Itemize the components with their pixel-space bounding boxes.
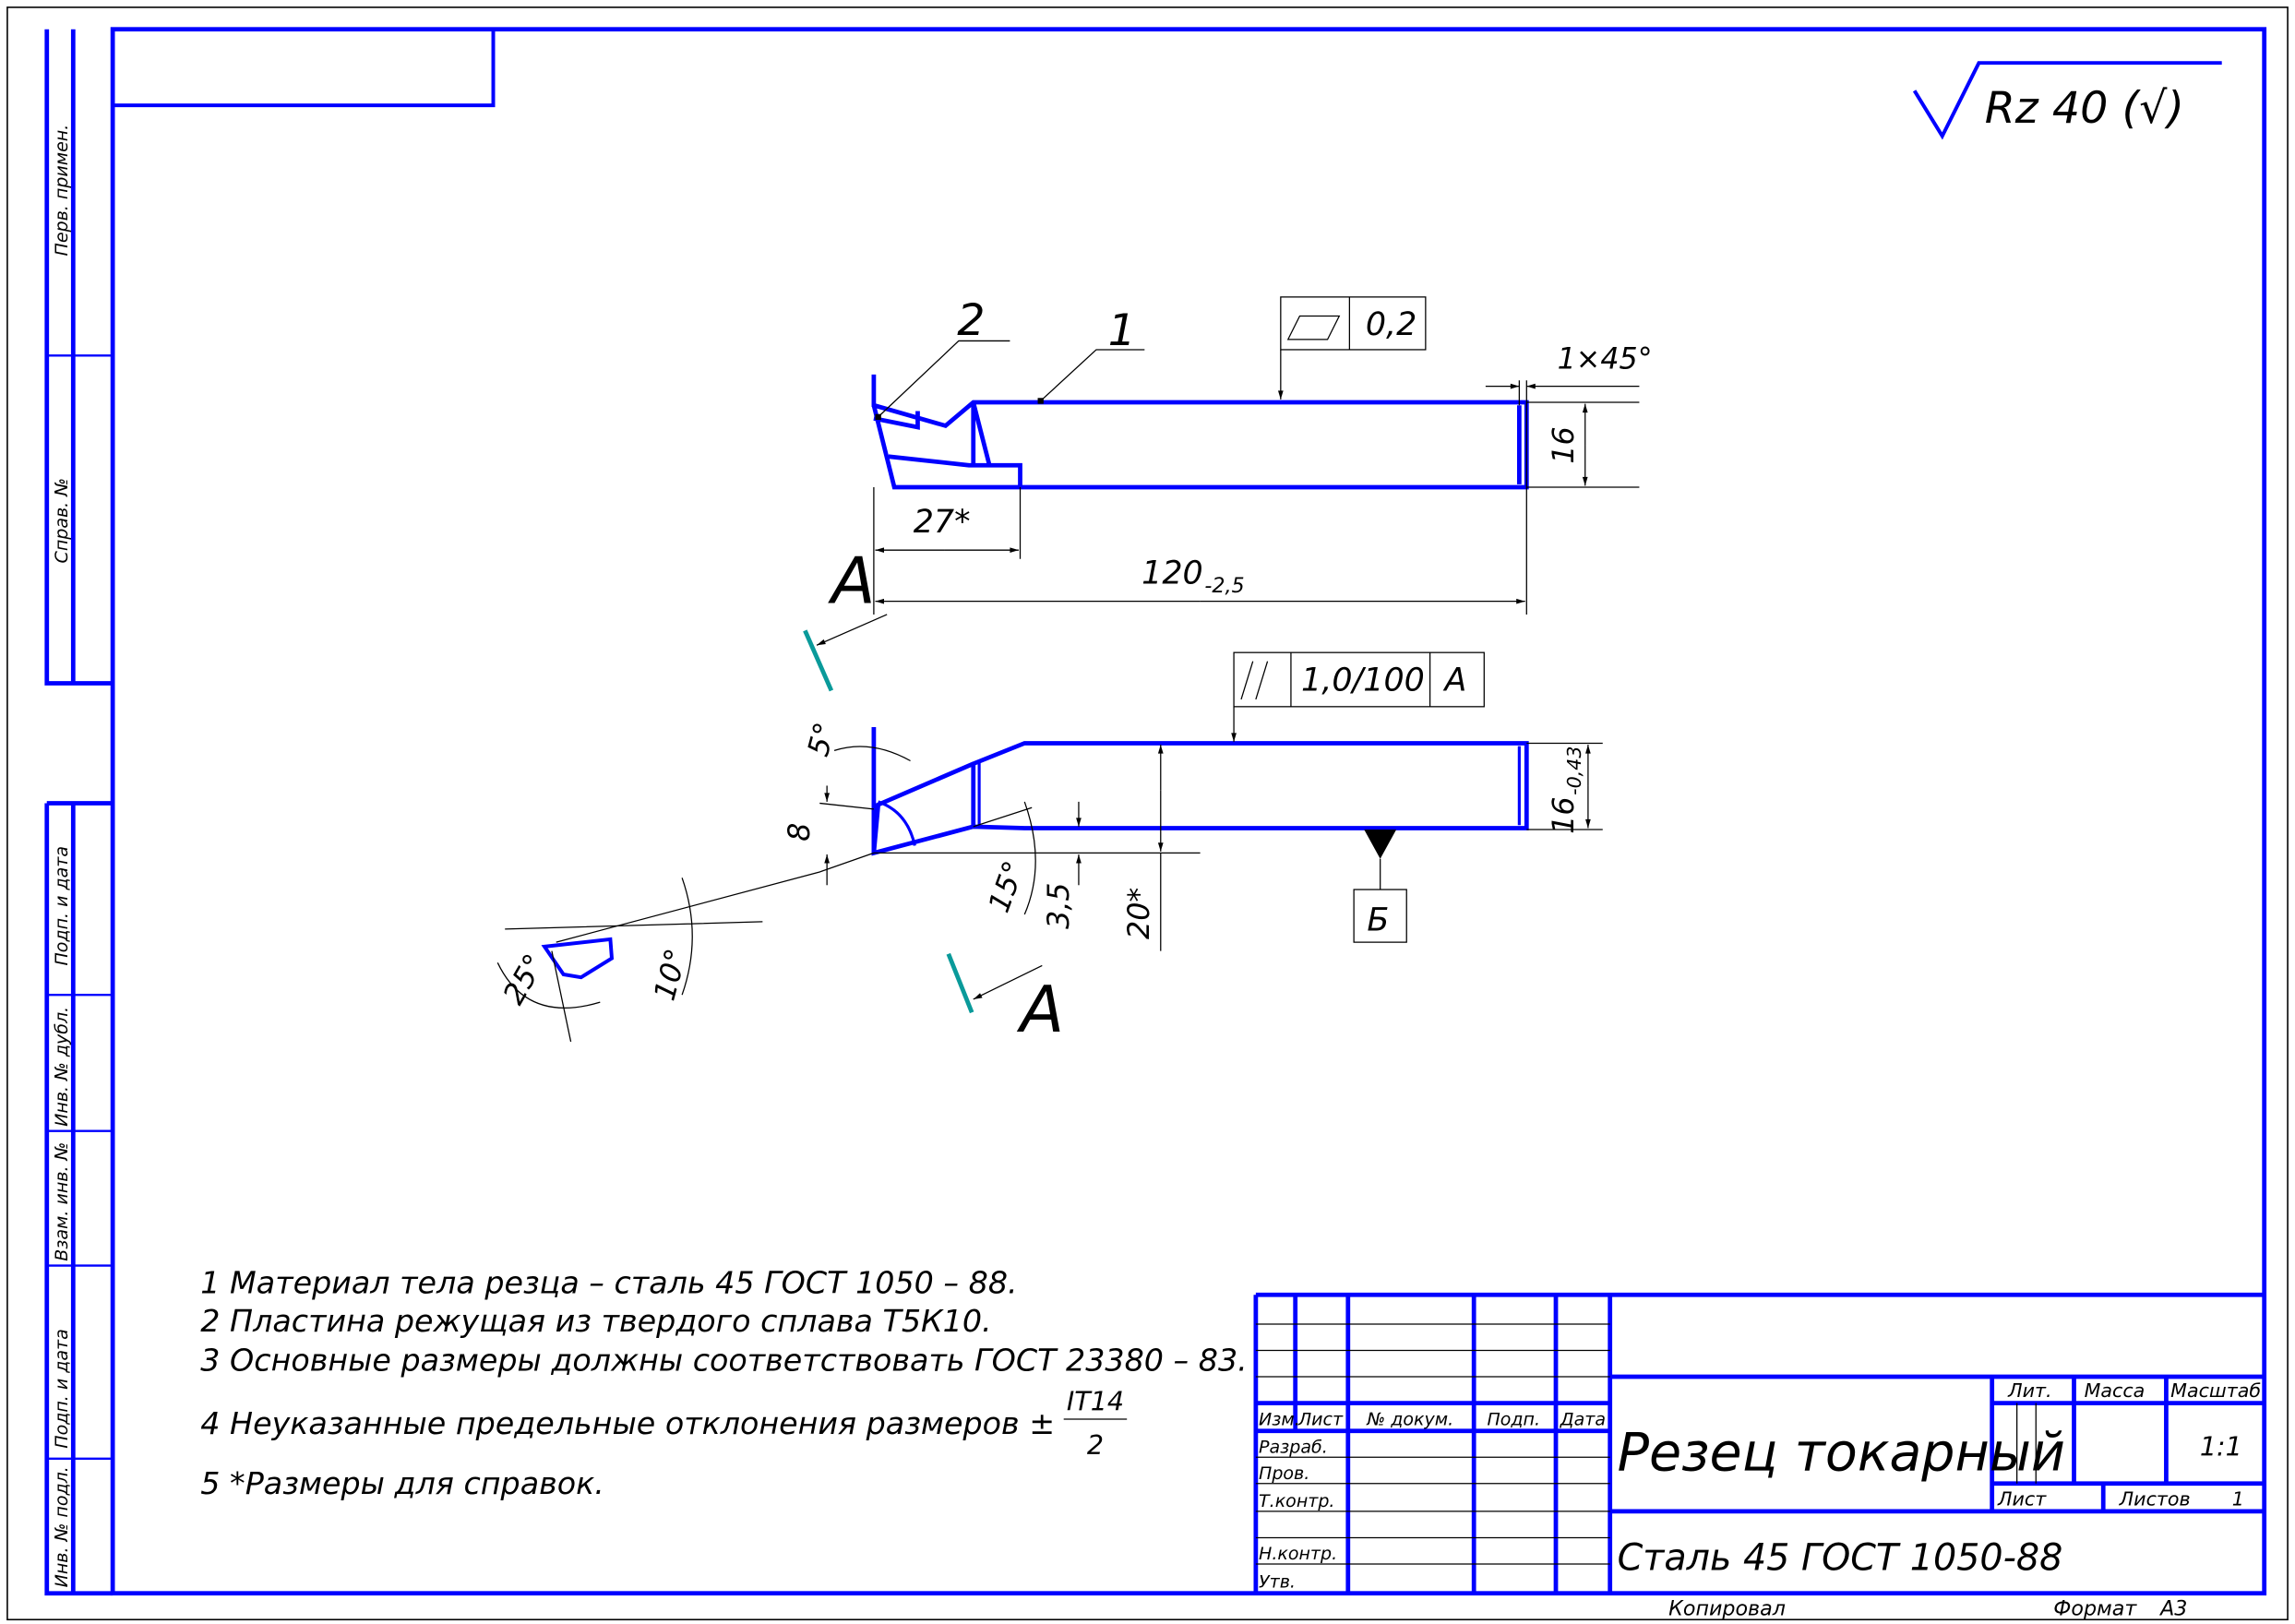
note-2: 2 Пластина режущая из твердого сплава Т5… [200, 1303, 991, 1339]
role-developer: Разраб. [1259, 1437, 1328, 1457]
drawing-title: Резец токарный [1618, 1423, 2065, 1484]
top-view: 1 2 0,2 1×45° 16 27* 120-2,5 А [803, 295, 1653, 692]
mass-label: Масса [2085, 1379, 2146, 1402]
scale-label: Масштаб [2170, 1379, 2261, 1402]
dim-120: 120-2,5 [1142, 555, 1244, 599]
roughness-symbol: Rz 40 (√) [1912, 61, 2222, 140]
sheet-trim [6, 6, 2289, 1621]
front-view: 1,0/100 А Б 16-0,43 20* 3,5 15° 8 5° 25°… [496, 651, 1603, 1047]
sheets-label: Листов [2119, 1488, 2191, 1511]
note-4: 4 Неуказанные предельные отклонения разм… [200, 1405, 1055, 1441]
parallel-value: 1,0/100 [1301, 662, 1425, 699]
note-3: 3 Основные размеры должны соответствоват… [200, 1343, 1247, 1379]
scale-value: 1:1 [2200, 1432, 2242, 1463]
drawing-frame [110, 27, 2267, 1596]
side-label: Инв. № дубл. [52, 1007, 72, 1127]
note-4-denominator: 2 [1087, 1430, 1104, 1461]
dim-8: 8 [783, 823, 817, 842]
sheets-count: 1 [2232, 1488, 2244, 1511]
note-1: 1 Материал тела резца – сталь 45 ГОСТ 10… [200, 1265, 1017, 1301]
header-sign: Подп. [1487, 1409, 1540, 1429]
role-checker: Пров. [1259, 1463, 1309, 1484]
side-label: Подп. и дата [52, 1329, 72, 1449]
angle-25: 25° [497, 949, 552, 1010]
front-height-value: 16 [1548, 796, 1581, 833]
sheet-label: Лист [1997, 1488, 2047, 1511]
angle-10: 10° [649, 946, 694, 1005]
left-strip: Перв. примен. Справ. № Подп. и дата Инв.… [44, 29, 114, 1596]
note-5: 5 *Размеры для справок. [200, 1465, 604, 1501]
role-tcontrol: Т.контр. [1259, 1491, 1334, 1511]
leader-label-1: 1 [1108, 305, 1136, 356]
note-4-numerator: IT14 [1067, 1387, 1124, 1417]
lit-label: Лит. [2007, 1379, 2051, 1402]
header-doc: № докум. [1366, 1409, 1453, 1429]
dim-20: 20* [1123, 888, 1156, 939]
front-height-dim: 16-0,43 [1548, 746, 1585, 834]
technical-notes: 1 Материал тела резца – сталь 45 ГОСТ 10… [200, 1265, 1247, 1501]
format-label: Формат [2053, 1596, 2137, 1620]
top-left-box [111, 27, 496, 108]
header-date: Дата [1560, 1409, 1606, 1429]
dim-120-value: 120 [1142, 555, 1203, 592]
side-label: Подп. и дата [52, 846, 72, 966]
front-height-tolerance: -0,43 [1563, 746, 1585, 795]
flatness-value: 0,2 [1366, 306, 1416, 343]
dim-27: 27* [914, 504, 971, 541]
title-block: Изм. Лист № докум. Подп. Дата Разраб. Пр… [1253, 1292, 2265, 1620]
header-izm: Изм. [1259, 1409, 1300, 1429]
copied-label: Копировал [1668, 1596, 1786, 1620]
leader-label-2: 2 [957, 295, 985, 346]
side-label: Взам. инв. № [52, 1142, 72, 1261]
role-approve: Утв. [1259, 1571, 1296, 1592]
side-label: Перв. примен. [52, 125, 72, 257]
side-label: Справ. № [52, 478, 72, 564]
height-dim: 16 [1548, 426, 1581, 463]
roughness-text: Rz 40 (√) [1985, 83, 2184, 134]
angle-5: 5° [802, 719, 843, 759]
side-label: Инв. № подл. [52, 1466, 72, 1587]
section-label-a: А [828, 543, 876, 618]
header-list: Лист [1297, 1409, 1344, 1429]
angle-15: 15° [983, 857, 1032, 917]
role-ncontrol: Н.контр. [1259, 1544, 1337, 1564]
parallel-datum: А [1442, 662, 1466, 699]
datum-label: Б [1367, 902, 1389, 938]
material: Сталь 45 ГОСТ 1050-88 [1618, 1536, 2063, 1579]
dim-120-tolerance: -2,5 [1204, 574, 1244, 598]
chamfer-dim: 1×45° [1558, 343, 1653, 376]
dim-3-5: 3,5 [1043, 882, 1076, 928]
format-value: А3 [2158, 1596, 2187, 1620]
section-label-a-2: А [1017, 973, 1065, 1047]
